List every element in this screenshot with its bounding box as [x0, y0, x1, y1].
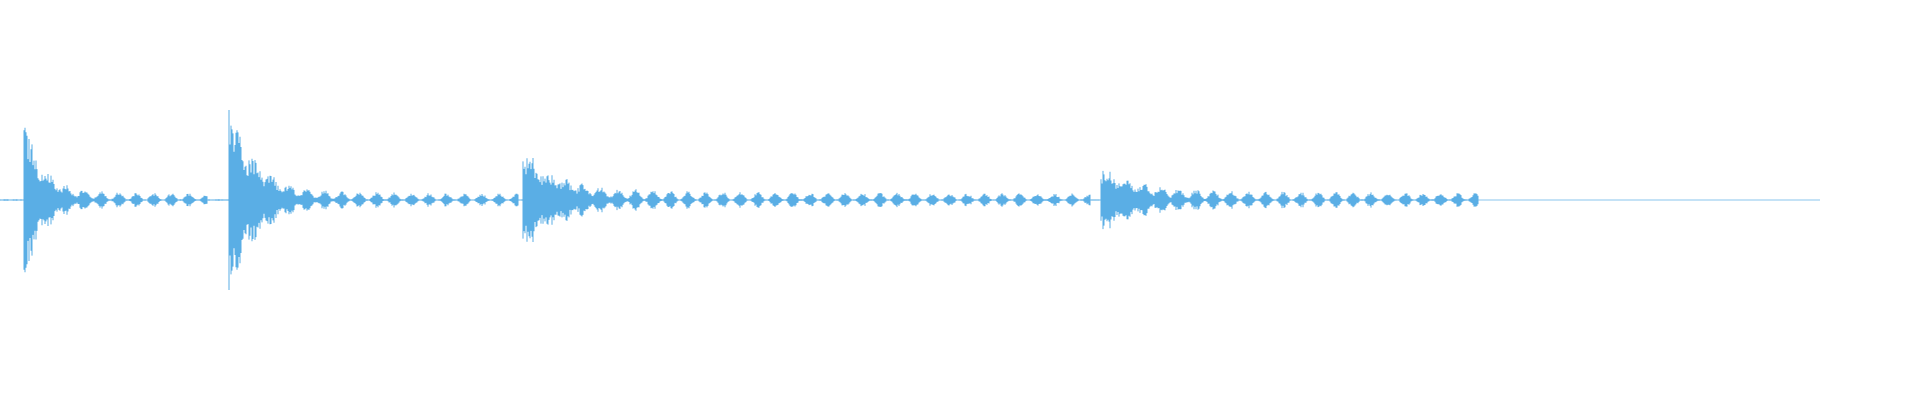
waveform-trace	[0, 110, 1479, 290]
